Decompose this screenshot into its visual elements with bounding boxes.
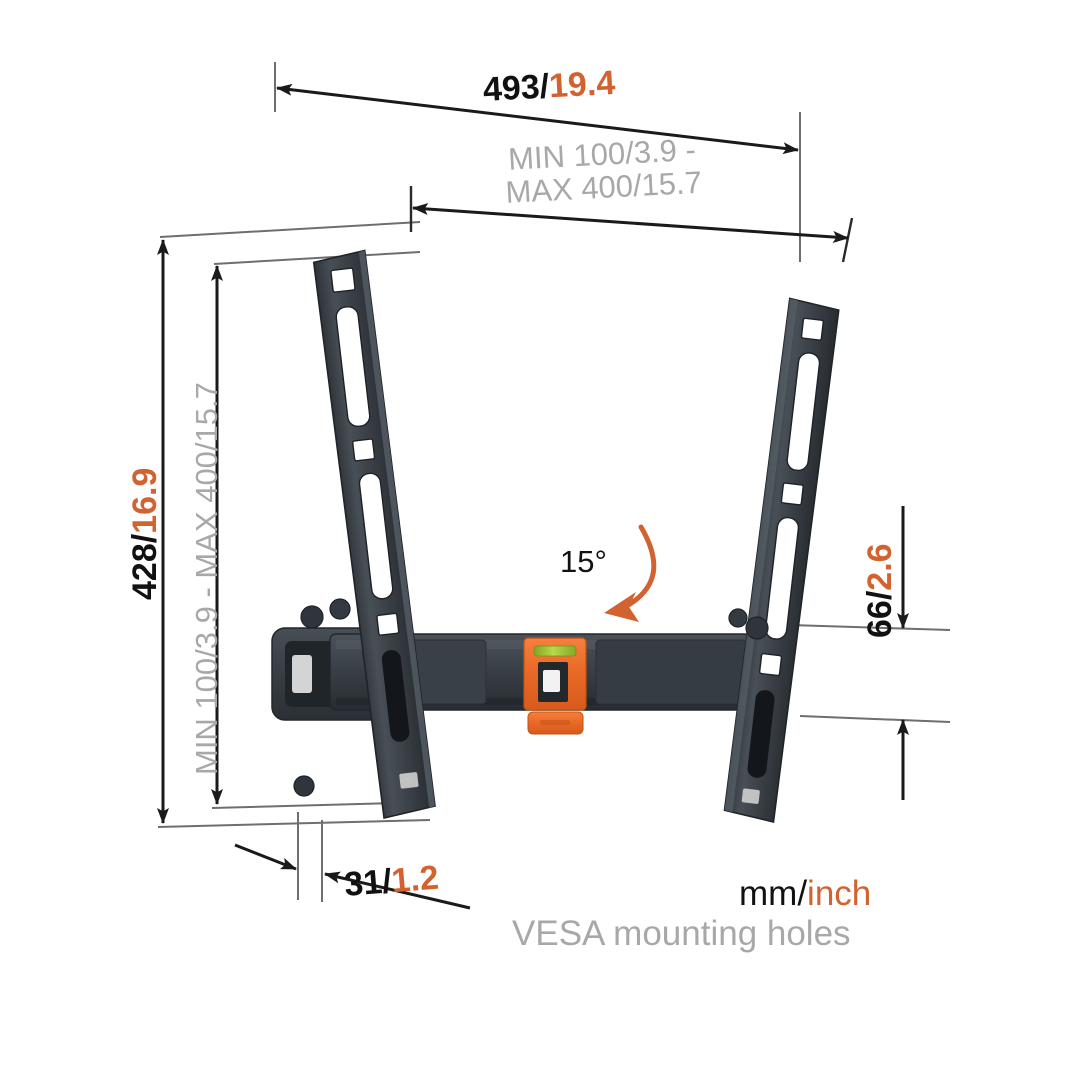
dim-value-inch: 2.6 [861,543,899,591]
dim-line-vesa-width [412,203,849,243]
dim-line-wall-depth-right [324,871,471,910]
dim-value-mm: 493 [481,67,541,109]
dim-label-overall-width: 493/19.4 [481,63,617,109]
dim-value-mm: 31 [342,863,384,904]
dim-value-mm: 66 [861,600,899,638]
dim-value-inch: 16.9 [126,467,164,534]
dim-separator: / [861,590,899,601]
tilt-arrow-icon [604,524,657,622]
dim-value-inch: 1.2 [390,858,441,901]
tilt-angle-label: 15° [560,544,607,579]
extension-lines [157,62,951,902]
left-pivot-hardware [293,598,351,797]
dim-line-overall-width [276,83,799,155]
dim-separator: / [126,533,164,544]
dim-label-wall-depth: 31/1.2 [342,858,441,904]
right-pivot-hardware [728,608,769,640]
units-legend: mm/inch [739,875,871,913]
units-separator: / [797,874,808,913]
vesa-legend: VESA mounting holes [512,914,851,953]
dimension-lines [157,83,909,910]
dim-value-inch: 19.4 [548,63,617,106]
orange-release-tab [527,711,584,735]
dim-label-overall-height: 428/16.9 [126,467,164,600]
vesa-strut-left [312,249,436,819]
dim-label-vesa-height: MIN 100/3.9 - MAX 400/15.7 [189,382,224,775]
dim-line-wall-depth-left [234,843,297,871]
orange-bubble-level-module [523,637,587,711]
vesa-strut-right [723,297,840,823]
product-illustration [271,249,840,823]
units-mm-label: mm [739,874,798,913]
dim-value-mm: 428 [126,543,164,600]
dim-label-vesa-width: MIN 100/3.9 -MAX 400/15.7 [503,132,703,210]
units-inch-label: inch [807,874,872,913]
dim-label-tilt-drop: 66/2.6 [861,543,899,638]
